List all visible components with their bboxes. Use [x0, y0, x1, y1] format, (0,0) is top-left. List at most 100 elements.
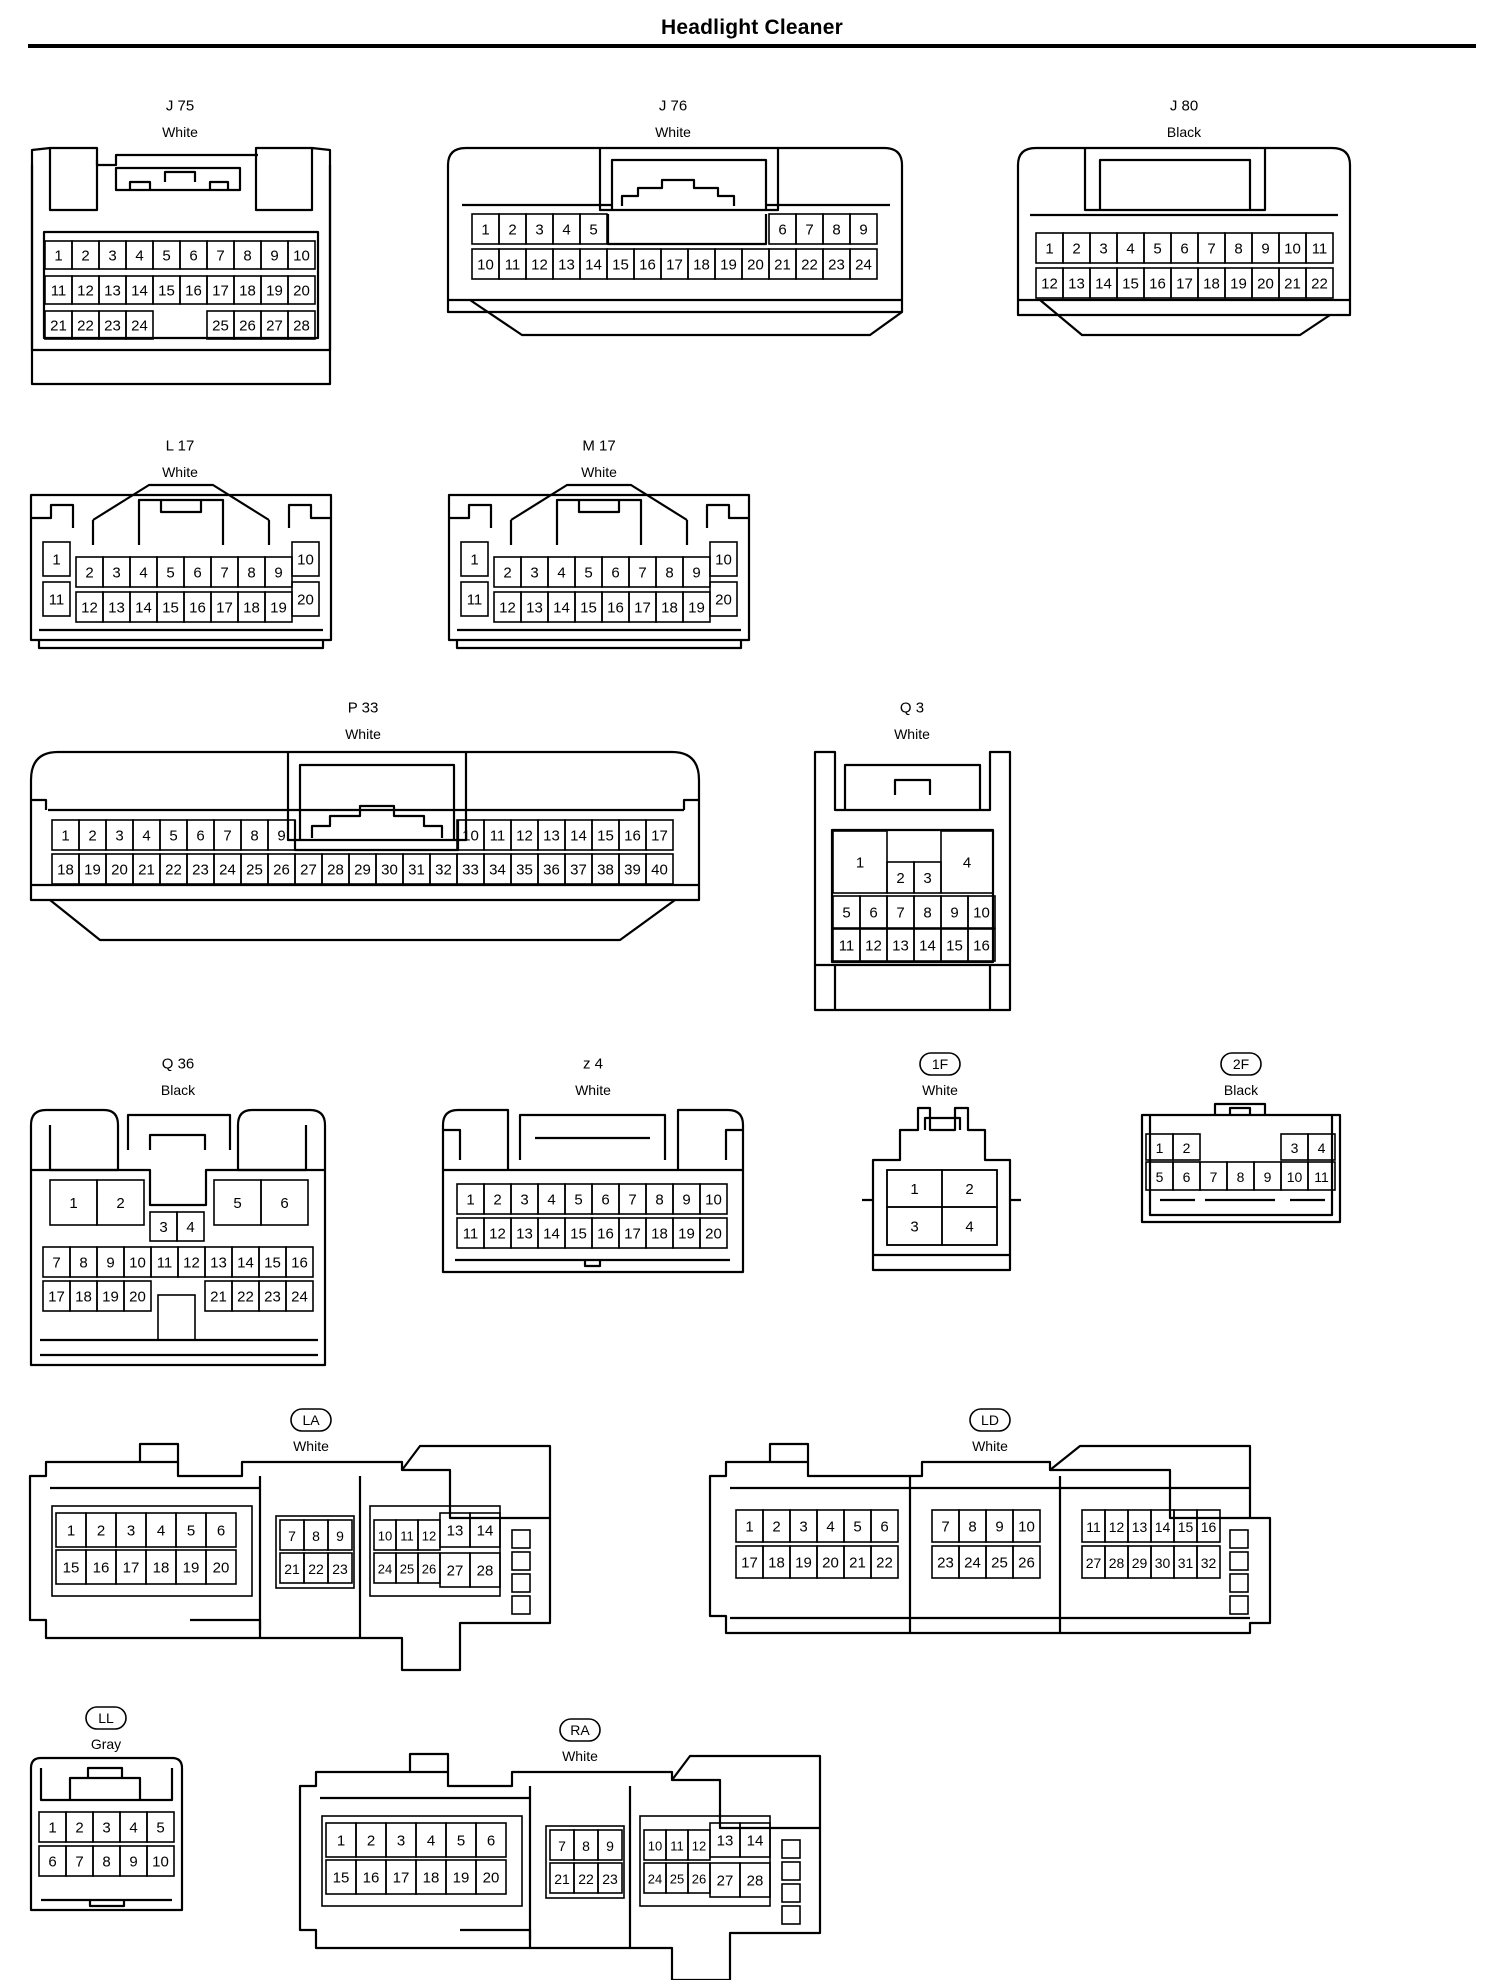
connector-color: White	[575, 1082, 611, 1098]
pin-number: 11	[1086, 1519, 1101, 1535]
pin-number: 8	[243, 248, 251, 265]
outline	[923, 1116, 962, 1130]
pin-cell: 18	[51, 853, 80, 885]
pin-cell: 8	[69, 1246, 98, 1278]
pin-cell: 12	[510, 819, 539, 851]
pin-number: 22	[801, 257, 818, 274]
pin-cell: 6	[475, 1822, 507, 1858]
pin-cell: 10	[643, 1829, 667, 1861]
latch	[781, 1839, 801, 1859]
pin-number: 40	[651, 862, 668, 879]
pin-cell: 29	[348, 853, 377, 885]
pin-number: 6	[487, 1833, 495, 1850]
pin-cell: 7	[42, 1246, 71, 1278]
pin-cell: 3	[510, 1183, 539, 1215]
outline	[908, 1476, 1062, 1633]
connector-id: Q 3	[900, 700, 924, 717]
pin-cell: 13	[510, 1217, 539, 1249]
pin-number: 28	[1109, 1555, 1125, 1571]
pin-number: 16	[1201, 1519, 1217, 1535]
outline	[460, 1928, 532, 1940]
pin-cell: 17	[42, 1280, 71, 1312]
pin-number: 7	[288, 1528, 296, 1544]
pin-number: 19	[678, 1226, 695, 1243]
pin-cell: 20	[709, 581, 738, 617]
pin-cell: 7	[65, 1845, 94, 1877]
pin-number: 4	[142, 828, 150, 845]
pin-cell: 7	[628, 556, 657, 588]
pin-number: 18	[651, 1226, 668, 1243]
pin-cell: 18	[1197, 267, 1226, 299]
pin-cell: 15	[591, 819, 620, 851]
pin-box	[264, 556, 293, 588]
pin-cell: 26	[417, 1552, 441, 1584]
pin-cell: 3	[92, 1811, 121, 1843]
pin-number: 16	[185, 283, 202, 300]
pin-number: 7	[223, 828, 231, 845]
pin-number: 10	[152, 1854, 169, 1871]
pin-cell: 12	[525, 248, 554, 280]
pin-number: 1	[337, 1833, 345, 1850]
pin-number: 3	[127, 1523, 135, 1540]
pin-number: 1	[481, 222, 489, 239]
pin-cell: 24	[285, 1280, 314, 1312]
pin-cell: 10	[709, 541, 738, 577]
connector-id: z 4	[583, 1056, 603, 1073]
pin-number: 20	[705, 1226, 722, 1243]
pin-cell: 8	[573, 1829, 599, 1861]
pin-number: 13	[1132, 1519, 1148, 1535]
pin-number: 6	[217, 1523, 225, 1540]
pin-cell: 11	[460, 581, 489, 617]
pin-cell: 39	[618, 853, 647, 885]
pin-number: 8	[832, 222, 840, 239]
pin-number: 11	[157, 1255, 173, 1272]
pin-number: 16	[607, 600, 624, 617]
pin-cell: 6	[38, 1845, 67, 1877]
pin-cell: 15	[1173, 1509, 1198, 1543]
pin-cell: 6	[205, 1512, 237, 1548]
pin-number: 22	[1311, 276, 1328, 293]
pin-number: 8	[102, 1854, 110, 1871]
pin-number: 29	[354, 862, 371, 879]
pin-cell: 15	[574, 591, 603, 623]
pin-cell: 8	[233, 240, 262, 270]
pin-number: 32	[435, 862, 452, 879]
pin-number: 4	[547, 1192, 555, 1209]
pin-cell: 9	[119, 1845, 148, 1877]
pin-cell: 22	[1305, 267, 1334, 299]
pin-cell: 17	[210, 591, 239, 623]
pin-number: 3	[520, 1192, 528, 1209]
pin-number: 10	[378, 1529, 392, 1544]
pin-cell: 17	[628, 591, 657, 623]
pin-cell: 21	[279, 1552, 305, 1584]
pin-number: 3	[923, 870, 931, 887]
pin-cell: 16	[967, 928, 996, 962]
pin-number: 21	[138, 862, 155, 879]
pin-number: 5	[584, 565, 592, 582]
pin-cell: 2	[1172, 1133, 1201, 1161]
pin-box	[940, 830, 994, 894]
pin-cell: 16	[285, 1246, 314, 1278]
pin-cell: 4	[1116, 232, 1145, 264]
outline	[254, 146, 332, 212]
pin-cell: 21	[768, 248, 797, 280]
outline	[39, 1766, 174, 1802]
pin-cell: 18	[762, 1545, 791, 1579]
pin-cell: 23	[597, 1862, 623, 1894]
pin-cell: 28	[1104, 1545, 1129, 1579]
pin-number: 15	[1178, 1519, 1194, 1535]
pin-cell: 16	[179, 275, 208, 305]
pin-number: 11	[490, 828, 506, 845]
pin-number: 21	[210, 1289, 227, 1306]
pin-number: 12	[77, 283, 94, 300]
pin-number: 7	[216, 248, 224, 265]
pin-number: 28	[327, 862, 344, 879]
pin-number: 16	[639, 257, 656, 274]
pin-cell: 3	[102, 556, 131, 588]
outline	[31, 798, 699, 810]
pin-cell: 1	[44, 240, 73, 270]
pin-number: 11	[51, 283, 67, 300]
pin-cell: 12	[493, 591, 522, 623]
